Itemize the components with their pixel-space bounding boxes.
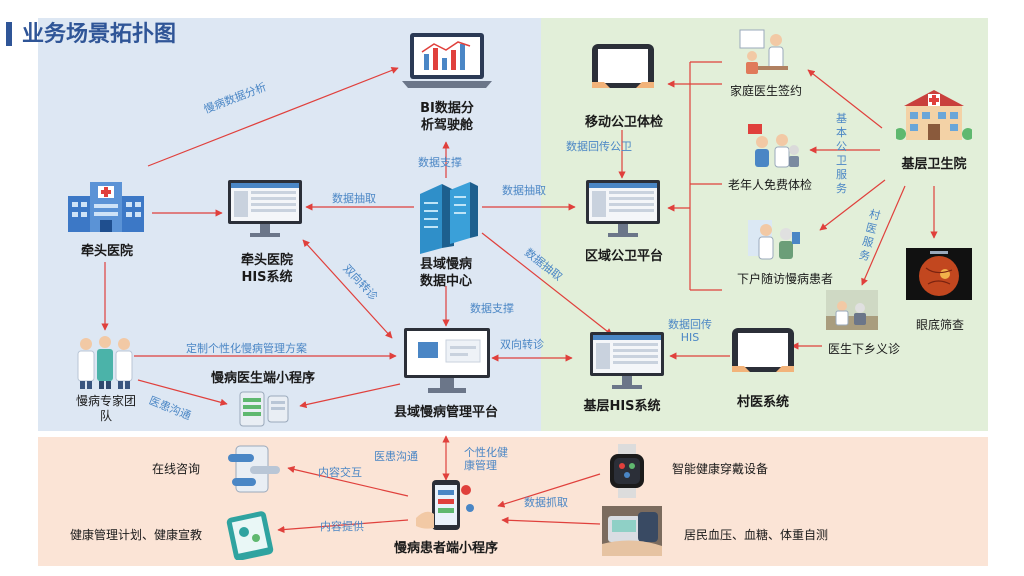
patient-app-label: 慢病患者端小程序: [393, 541, 498, 556]
base-his-monitor-icon: [590, 332, 664, 389]
arrow-health-to-family: [807, 69, 883, 129]
label-personal-health: 个性化健 康管理: [464, 446, 508, 472]
arrow-health-to-doctordown: [861, 185, 906, 286]
health-education-tablet-icon: [226, 511, 274, 560]
region-platform-label: 区域公卫平台: [584, 249, 663, 264]
bi-cockpit-label-line1: BI数据分: [420, 101, 474, 116]
qiantou-his-label-line1: 牵头医院: [240, 253, 293, 268]
label-return-his: 数据回传 HIS: [668, 318, 712, 344]
data-center-label-line1: 县域慢病: [419, 257, 472, 272]
arrow-qiantou-to-bi: [147, 67, 399, 167]
data-center-label: 县域慢病 数据中心: [410, 256, 482, 290]
qiantou-his-label: 牵头医院 HIS系统: [230, 252, 304, 286]
arrow-health-to-visit: [819, 179, 886, 231]
qiantou-his-monitor-icon: [228, 180, 302, 237]
doctor-app-label: 慢病医生端小程序: [210, 371, 315, 386]
doctor-rural-clinic-label: 医生下乡义诊: [827, 342, 900, 356]
online-consult-chat-icon: [228, 445, 280, 493]
village-system-label: 村医系统: [736, 395, 789, 410]
label-extract-region: 数据抽取: [502, 184, 546, 197]
mobile-check-tablet-icon: [592, 44, 654, 88]
label-support-platform: 数据支撑: [470, 302, 514, 315]
mobile-check-label: 移动公卫体检: [584, 115, 663, 130]
arrow-platform-to-docapp: [299, 383, 401, 409]
family-doctor-scene-icon: [739, 29, 788, 74]
title-accent-bar: [6, 22, 12, 46]
smart-watch-icon: [610, 444, 644, 498]
expert-team-label-line1: 慢病专家团: [75, 394, 136, 408]
health-center-building-icon: [896, 90, 972, 140]
region-platform-monitor-icon: [586, 180, 660, 237]
label-return-his-line2: HIS: [680, 331, 700, 344]
fundus-screening-label: 眼底筛查: [915, 318, 964, 332]
elderly-checkup-label: 老年人免费体检: [727, 178, 812, 192]
village-system-tablet-icon: [732, 328, 794, 372]
home-visit-scene-icon: [748, 220, 800, 260]
base-his-label: 基层HIS系统: [583, 399, 661, 414]
home-visit-label: 下户随访慢病患者: [736, 272, 833, 286]
patient-app-phone-icon: [416, 480, 474, 530]
label-custom-plan: 定制个性化慢病管理方案: [186, 342, 307, 355]
data-center-label-line2: 数据中心: [419, 274, 472, 289]
doctor-app-phone-icon: [239, 391, 289, 427]
label-data-capture: 数据抓取: [524, 496, 568, 509]
data-center-server-icon: [420, 182, 478, 254]
arrow-dc-to-basehis: [481, 232, 613, 336]
arrow-wearable-to-patientapp: [497, 473, 601, 508]
fundus-screening-image-icon: [906, 248, 972, 300]
bracket-services: [689, 61, 722, 291]
wearable-label: 智能健康穿戴设备: [671, 462, 768, 476]
online-consult-label: 在线咨询: [151, 462, 200, 476]
arrow-patientapp-to-plan: [277, 519, 409, 534]
arrow-expert-to-docapp: [137, 379, 228, 406]
health-center-label: 基层卫生院: [901, 157, 967, 172]
label-referral-basehis: 双向转诊: [500, 338, 544, 351]
family-doctor-label: 家庭医生签约: [729, 84, 802, 98]
qiantou-hospital-label: 牵头医院: [80, 244, 133, 259]
hospital-icon: [68, 182, 144, 232]
expert-team-label-line2: 队: [99, 409, 112, 423]
bi-dashboard-icon: [402, 33, 492, 88]
label-personal-health-line1: 个性化健: [464, 446, 508, 459]
label-comm-patient: 医患沟通: [374, 450, 418, 463]
label-content-interact: 内容交互: [318, 466, 362, 479]
medical-team-icon: [77, 336, 133, 389]
county-platform-label: 县域慢病管理平台: [393, 405, 498, 420]
expert-team-label: 慢病专家团 队: [66, 394, 146, 424]
arrow-qthis-platform: [302, 239, 393, 339]
label-personal-health-line2: 康管理: [464, 459, 497, 472]
blood-pressure-monitor-icon: [602, 506, 662, 556]
label-return-ph: 数据回传公卫: [566, 140, 632, 153]
bi-cockpit-label-line2: 析驾驶舱: [420, 118, 473, 133]
page-title: 业务场景拓扑图: [22, 22, 177, 47]
label-content-provide: 内容提供: [320, 520, 364, 533]
label-support-bi: 数据支撑: [418, 156, 462, 169]
label-return-his-line1: 数据回传: [668, 318, 712, 331]
self-test-label: 居民血压、血糖、体重自测: [683, 528, 828, 542]
county-platform-monitor-icon: [404, 328, 490, 393]
elderly-checkup-scene-icon: [748, 124, 799, 168]
arrow-patientapp-to-online: [287, 465, 409, 497]
label-extract-qthis: 数据抽取: [332, 192, 376, 205]
health-plan-label: 健康管理计划、健康宣教: [69, 528, 202, 542]
label-basic-ph-service: 基本公卫服务: [836, 112, 847, 195]
bi-cockpit-label: BI数据分 析驾驶舱: [412, 100, 482, 134]
qiantou-his-label-line2: HIS系统: [241, 270, 293, 285]
rural-clinic-scene-icon: [826, 290, 878, 330]
arrow-selftest-to-patientapp: [501, 516, 601, 525]
